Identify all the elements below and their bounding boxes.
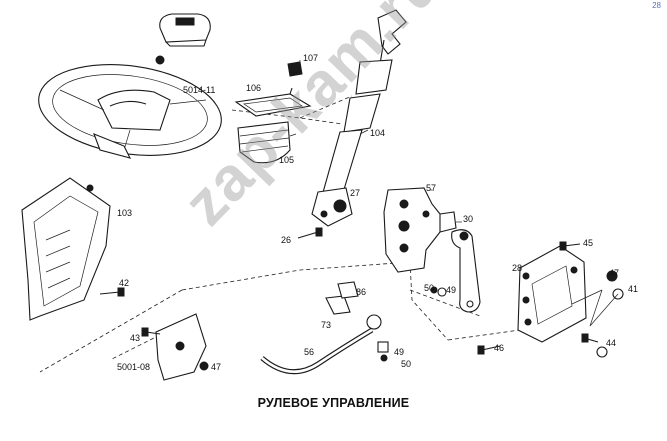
leader-lines <box>289 60 462 223</box>
part-105-boot <box>237 121 291 164</box>
label-46: 46 <box>494 343 505 353</box>
label-107: 107 <box>303 53 319 63</box>
label-106: 106 <box>246 83 262 93</box>
label-28: 28 <box>512 263 523 273</box>
label-30: 30 <box>463 214 474 224</box>
bolts <box>99 227 624 371</box>
label-45: 45 <box>583 238 594 248</box>
label-56: 56 <box>304 347 315 357</box>
label-105: 105 <box>279 155 295 165</box>
label-50b: 50 <box>401 359 412 369</box>
part-27-joint <box>311 187 353 227</box>
label-41: 41 <box>628 284 639 294</box>
corner-mark: 28 <box>652 1 661 10</box>
part-5001-08-bracket <box>155 313 207 381</box>
label-50a: 50 <box>424 283 435 293</box>
part-107-clip <box>287 61 303 77</box>
label-86: 86 <box>356 287 367 297</box>
label-27: 27 <box>350 188 361 198</box>
label-26: 26 <box>281 235 292 245</box>
part-28-plate <box>517 245 587 343</box>
part-73-86-clamps <box>325 281 389 353</box>
label-57: 57 <box>426 183 437 193</box>
label-104: 104 <box>370 128 386 138</box>
label-44: 44 <box>606 338 617 348</box>
part-56-hose <box>260 314 382 375</box>
label-5014-11: 5014-11 <box>183 85 216 95</box>
steering-wheel <box>38 55 222 159</box>
label-47a: 47 <box>609 268 620 278</box>
label-49b: 49 <box>394 347 405 357</box>
part-106-frame <box>234 87 312 117</box>
label-43: 43 <box>130 333 141 343</box>
part-30-arm <box>451 229 481 313</box>
page-title: РУЛЕВОЕ УПРАВЛЕНИЕ <box>257 396 410 410</box>
label-73: 73 <box>321 320 332 330</box>
horn-cap <box>159 13 211 47</box>
label-47b: 47 <box>211 362 222 372</box>
label-5001-08: 5001-08 <box>117 362 151 372</box>
label-103: 103 <box>117 208 133 218</box>
part-57-gearbox <box>383 187 457 273</box>
label-49a: 49 <box>446 285 457 295</box>
part-103-bracket <box>21 177 111 321</box>
label-42: 42 <box>119 278 130 288</box>
part-104-column <box>321 9 407 197</box>
